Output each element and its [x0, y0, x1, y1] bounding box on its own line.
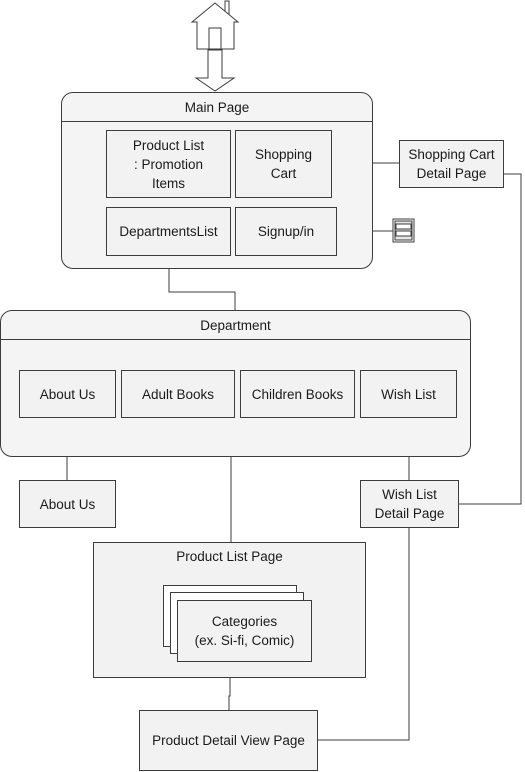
about-us-label: About Us: [39, 386, 96, 402]
wish-detail-to-product-detail-line: [318, 528, 410, 741]
shopping-cart-box[interactable]: Shopping Cart: [235, 130, 332, 198]
signup-label: Signup/in: [257, 224, 315, 239]
categories-box[interactable]: Categories (ex. Si-fi, Comic): [177, 600, 312, 662]
wish-list-detail-box[interactable]: Wish List Detail Page: [360, 480, 459, 528]
shopping-cart-label: Shopping Cart: [254, 147, 313, 181]
department-title: Department: [1, 311, 470, 340]
departments-list-label: DepartmentsList: [119, 224, 218, 239]
house-icon: [190, 0, 240, 92]
adult-books-box[interactable]: Adult Books: [121, 370, 235, 418]
categories-label: Categories (ex. Si-fi, Comic): [194, 614, 295, 648]
about-us-page-box[interactable]: About Us: [19, 480, 116, 528]
shopping-cart-detail-label: Shopping Cart Detail Page: [408, 147, 495, 181]
about-us-page-label: About Us: [39, 496, 96, 512]
departments-list-box[interactable]: DepartmentsList: [106, 207, 231, 256]
product-detail-view-box[interactable]: Product Detail View Page: [139, 710, 318, 771]
product-list-to-detail-line: [228, 678, 231, 710]
product-list-promotion-box[interactable]: Product List : Promotion Items: [106, 130, 231, 198]
product-detail-view-label: Product Detail View Page: [152, 733, 305, 748]
wish-list-box[interactable]: Wish List: [360, 370, 457, 418]
product-list-page-title: Product List Page: [176, 549, 283, 564]
about-us-box[interactable]: About Us: [19, 370, 116, 418]
shopping-cart-detail-box[interactable]: Shopping Cart Detail Page: [399, 140, 504, 188]
main-page-title: Main Page: [62, 93, 372, 122]
wish-list-label: Wish List: [381, 386, 436, 402]
down-arrow-icon: [194, 49, 236, 92]
form-icon: [392, 218, 415, 243]
signup-box[interactable]: Signup/in: [235, 207, 337, 256]
wish-list-detail-label: Wish List Detail Page: [374, 487, 445, 521]
product-list-promotion-label: Product List : Promotion Items: [132, 137, 205, 191]
departments-to-department-line: [168, 255, 236, 310]
children-books-label: Children Books: [251, 386, 344, 402]
adult-books-label: Adult Books: [141, 386, 215, 402]
children-books-box[interactable]: Children Books: [240, 370, 355, 418]
